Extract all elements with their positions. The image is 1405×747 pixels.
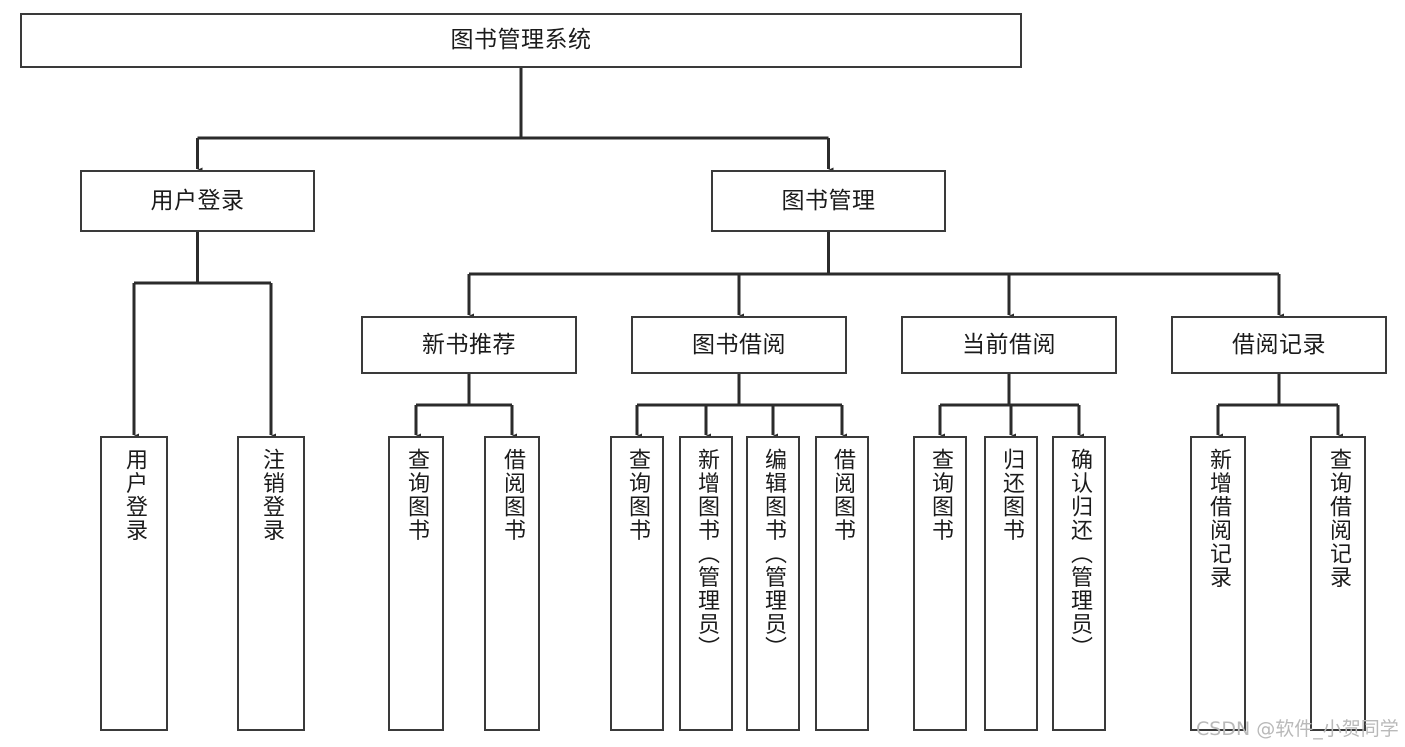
- node-label-br-query-record: 查询借阅记录: [1325, 448, 1351, 589]
- node-bb-borrow-book[interactable]: 借阅图书: [815, 436, 869, 731]
- node-label-user-logout: 注销登录: [258, 448, 284, 542]
- node-label-cb-return-book: 归还图书: [998, 448, 1024, 542]
- node-label-root: 图书管理系统: [450, 27, 592, 54]
- node-user-logout[interactable]: 注销登录: [237, 436, 305, 731]
- node-label-bb-query-book: 查询图书: [624, 448, 650, 542]
- node-label-current-borrow: 当前借阅: [962, 331, 1056, 358]
- node-bb-edit-book[interactable]: 编辑图书（管理员）: [746, 436, 800, 731]
- node-label-book-borrow: 图书借阅: [692, 331, 786, 358]
- node-label-user-login-do: 用户登录: [121, 448, 147, 542]
- node-user-login[interactable]: 用户登录: [80, 170, 315, 232]
- node-bb-query-book[interactable]: 查询图书: [610, 436, 664, 731]
- node-label-br-add-record: 新增借阅记录: [1205, 448, 1231, 589]
- node-nbr-query-book[interactable]: 查询图书: [388, 436, 444, 731]
- node-label-bb-borrow-book: 借阅图书: [829, 448, 855, 542]
- node-book-manage[interactable]: 图书管理: [711, 170, 946, 232]
- node-current-borrow[interactable]: 当前借阅: [901, 316, 1117, 374]
- node-label-nbr-query-book: 查询图书: [403, 448, 429, 542]
- node-cb-confirm-return[interactable]: 确认归还（管理员）: [1052, 436, 1106, 731]
- node-br-query-record[interactable]: 查询借阅记录: [1310, 436, 1366, 731]
- node-label-cb-confirm-return: 确认归还（管理员）: [1066, 448, 1092, 660]
- node-label-book-manage: 图书管理: [781, 187, 876, 214]
- node-br-add-record[interactable]: 新增借阅记录: [1190, 436, 1246, 731]
- node-label-borrow-record: 借阅记录: [1232, 331, 1326, 358]
- node-label-user-login: 用户登录: [150, 187, 245, 214]
- node-bb-add-book[interactable]: 新增图书（管理员）: [679, 436, 733, 731]
- node-label-bb-add-book: 新增图书（管理员）: [693, 448, 719, 660]
- node-cb-query-book[interactable]: 查询图书: [913, 436, 967, 731]
- node-root[interactable]: 图书管理系统: [20, 13, 1022, 68]
- node-user-login-do[interactable]: 用户登录: [100, 436, 168, 731]
- node-cb-return-book[interactable]: 归还图书: [984, 436, 1038, 731]
- node-label-nbr-borrow-book: 借阅图书: [499, 448, 525, 542]
- node-label-new-book-rec: 新书推荐: [422, 331, 516, 358]
- node-label-cb-query-book: 查询图书: [927, 448, 953, 542]
- node-label-bb-edit-book: 编辑图书（管理员）: [760, 448, 786, 660]
- node-book-borrow[interactable]: 图书借阅: [631, 316, 847, 374]
- node-new-book-rec[interactable]: 新书推荐: [361, 316, 577, 374]
- node-borrow-record[interactable]: 借阅记录: [1171, 316, 1387, 374]
- node-nbr-borrow-book[interactable]: 借阅图书: [484, 436, 540, 731]
